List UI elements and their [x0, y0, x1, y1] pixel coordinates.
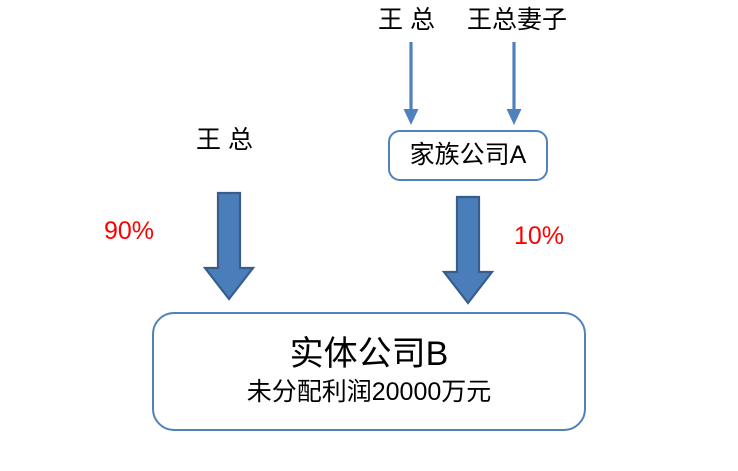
block-arrow-down-icon-right — [441, 195, 495, 305]
percentage-label-right: 10% — [514, 222, 565, 250]
label-wang-boss-wife: 王总妻子 — [467, 6, 568, 34]
box-entity-company-title: 实体公司B — [289, 335, 449, 374]
box-entity-company[interactable]: 实体公司B 未分配利润20000万元 — [152, 312, 586, 431]
label-wang-boss-top: 王 总 — [378, 6, 435, 34]
box-entity-company-subtitle: 未分配利润20000万元 — [246, 378, 492, 407]
thin-arrow-down-icon-right — [506, 42, 522, 125]
label-wang-boss-left: 王 总 — [196, 126, 253, 154]
box-family-company-label: 家族公司A — [409, 141, 527, 169]
thin-arrow-down-icon-left — [403, 42, 419, 125]
block-arrow-down-icon-left — [202, 191, 256, 301]
percentage-label-left: 90% — [104, 217, 155, 245]
box-family-company[interactable]: 家族公司A — [388, 130, 548, 181]
